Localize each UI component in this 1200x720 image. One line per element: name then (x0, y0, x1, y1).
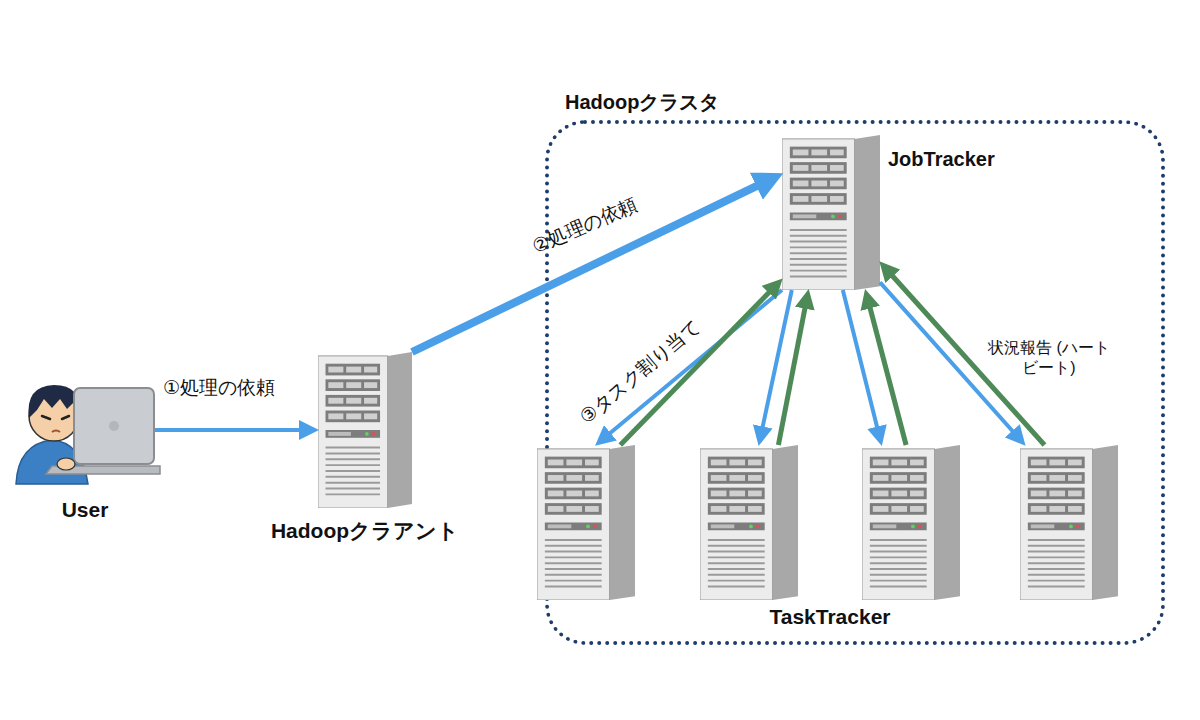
server-shape (782, 135, 880, 290)
arrow-head (1016, 435, 1025, 446)
edge-label: ①処理の依頼 (163, 376, 313, 400)
server-node (700, 445, 798, 600)
server-shape (862, 445, 960, 600)
server-shape (537, 445, 635, 600)
server-shape (1020, 445, 1118, 600)
arrow-head (806, 290, 809, 304)
arrow-head (596, 436, 607, 445)
arrow-head (772, 279, 782, 289)
server-icon (537, 445, 635, 600)
server-shape (318, 352, 412, 508)
server-node (1020, 445, 1118, 600)
server-icon (782, 135, 880, 290)
arrow-connector (778, 304, 805, 445)
edge-label: ③タスク割り当て (571, 311, 709, 432)
server-node: Hadoopクラアント (318, 352, 412, 508)
arrow-connector (889, 273, 1044, 446)
arrow-connector (880, 282, 1016, 434)
arrow-connector (843, 290, 878, 431)
node-label: Hadoopクラスタ (565, 90, 825, 114)
user-node: User (15, 375, 155, 485)
node-label: User (15, 497, 155, 522)
group-label: TaskTracker (730, 604, 930, 629)
server-shape (700, 445, 798, 600)
user-eyes (42, 416, 69, 419)
server-node (537, 445, 635, 600)
arrow-head (880, 262, 889, 272)
arrow-head (865, 290, 869, 304)
server-icon (1020, 445, 1118, 600)
laptop-logo (109, 421, 119, 431)
server-icon (700, 445, 798, 600)
server-icon (318, 352, 412, 508)
arrow-head (878, 431, 881, 445)
node-label: Hadoopクラアント (235, 518, 495, 543)
arrow-connector (869, 304, 906, 446)
user-mouth (52, 431, 60, 433)
server-node (862, 445, 960, 600)
node-label: JobTracker (888, 147, 1048, 171)
arrow-head (304, 430, 318, 431)
user-illustration (12, 372, 162, 487)
edge-label: 状況報告 (ハートビート) (985, 338, 1113, 378)
arrow-head (763, 174, 782, 183)
arrow-connector (607, 290, 782, 436)
arrow-connector (412, 183, 763, 352)
arrow-connector (155, 428, 304, 432)
user-hand (57, 458, 75, 470)
edge-label: ②処理の依頼 (502, 182, 668, 270)
laptop-screen (74, 388, 154, 464)
server-node: JobTracker (782, 135, 880, 290)
user-hair (29, 385, 81, 418)
server-icon (862, 445, 960, 600)
arrow-connector (620, 289, 772, 445)
arrow-head (759, 431, 762, 445)
arrow-connector (762, 290, 792, 431)
